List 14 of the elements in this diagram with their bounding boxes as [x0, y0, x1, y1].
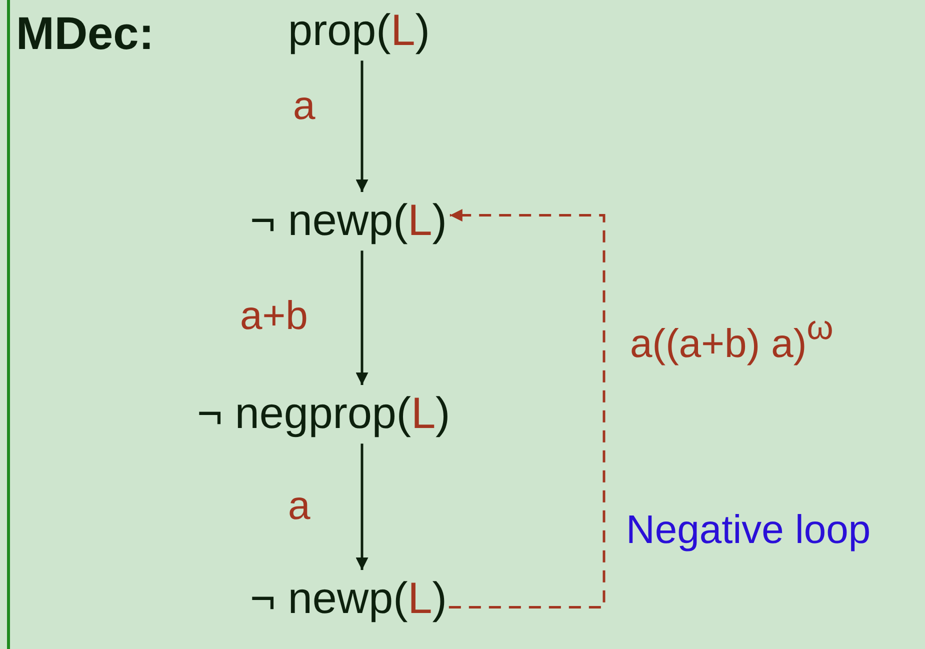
diagram-title: MDec:	[16, 10, 154, 56]
state-formula: ¬ newp(L)	[250, 196, 447, 247]
edge-label: a((a+b) a)$^{ω}$	[630, 322, 834, 366]
arrow	[356, 250, 368, 385]
state-formula: ¬ newp(L)	[250, 574, 447, 625]
dashed-arrow	[448, 209, 606, 609]
state-formula: ¬ negprop(L)	[197, 389, 450, 440]
arrow	[356, 444, 368, 570]
edge-label: a+b	[240, 294, 308, 338]
edge-label: a	[293, 84, 316, 128]
arrow	[356, 60, 368, 192]
annotation-text: Negative loop	[626, 510, 871, 550]
edge-label: a	[288, 484, 310, 528]
state-formula: prop(L)	[288, 6, 430, 57]
